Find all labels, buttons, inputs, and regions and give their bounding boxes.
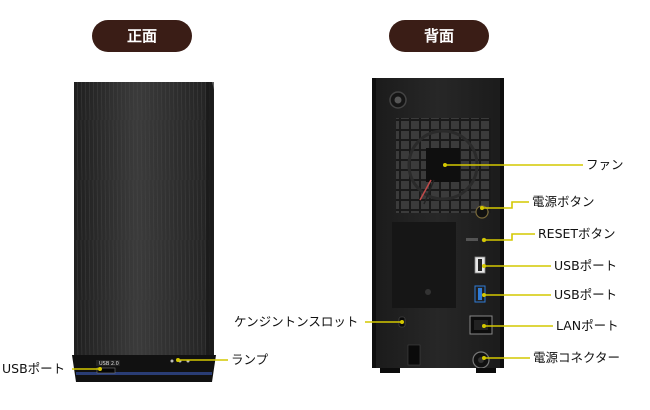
- lan-port-label: LANポート: [556, 318, 619, 333]
- back-heading: 背面: [389, 20, 489, 52]
- front-usb-marking: USB 2.0: [99, 361, 119, 367]
- usb-port-label-1: USBポート: [554, 258, 618, 273]
- front-heading: 正面: [92, 20, 192, 52]
- leader-lines: [72, 163, 583, 371]
- power-connector-label: 電源コネクター: [533, 350, 621, 365]
- front-usb-port-label: USBポート: [2, 361, 66, 376]
- fan-label: ファン: [586, 157, 624, 172]
- lamp-icon: [170, 359, 174, 363]
- lamp-label: ランプ: [231, 352, 269, 367]
- front-device: USB 2.0: [72, 82, 216, 382]
- front-usb-marking-bg: [96, 360, 120, 366]
- power-button-label: 電源ボタン: [532, 194, 595, 209]
- back-device: [372, 78, 504, 373]
- reset-button-label: RESETボタン: [538, 226, 616, 241]
- kensington-slot-label: ケンジントンスロット: [234, 314, 359, 329]
- front-usb-port: [96, 367, 116, 374]
- usb-port-label-2: USBポート: [554, 287, 618, 302]
